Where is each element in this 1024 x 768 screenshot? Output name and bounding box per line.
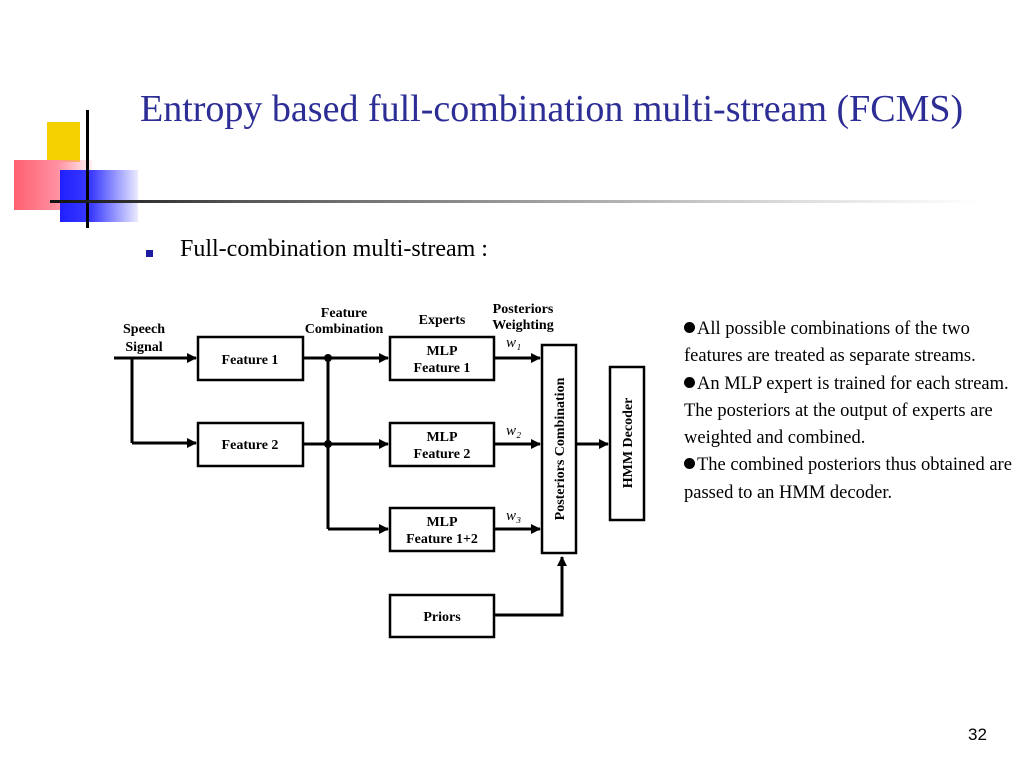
mlp3-box — [388, 506, 496, 553]
speech-label: Speech — [123, 322, 165, 337]
header-weighting: Weighting — [492, 318, 553, 333]
header-feature: Feature — [321, 306, 367, 321]
note-text: The combined posteriors thus obtained ar… — [684, 455, 1012, 503]
mlp2-box — [388, 421, 496, 468]
note-text: All possible combinations of the two fea… — [684, 319, 976, 367]
signal-label: Signal — [125, 340, 162, 355]
decor-yellow-square — [47, 122, 80, 162]
note-item: All possible combinations of the two fea… — [684, 316, 1019, 371]
slide-title: Entropy based full-combination multi-str… — [140, 88, 964, 130]
mlp1-label: MLP — [426, 344, 458, 359]
priors-box — [388, 593, 496, 639]
arrow-priors — [494, 556, 567, 617]
posteriors-combination-box — [540, 343, 578, 555]
junction-dot — [324, 354, 332, 362]
decor-vertical-line — [86, 110, 89, 228]
bullet-dot-icon — [684, 376, 695, 388]
mlp1-sublabel: Feature 1 — [414, 361, 471, 376]
mlp2-sublabel: Feature 2 — [414, 447, 471, 462]
bullet-dot-icon — [684, 322, 695, 333]
feature1-label: Feature 1 — [222, 353, 279, 368]
w2-label: w₂ — [506, 423, 521, 439]
feature1-box — [196, 335, 305, 382]
bullet-text: Full-combination multi-stream : — [180, 236, 488, 262]
hmm-decoder-box — [608, 365, 646, 522]
bullet-dot-icon — [684, 458, 695, 470]
header-combination: Combination — [305, 322, 384, 337]
bullet-square-icon — [146, 250, 153, 257]
w3-label: w₃ — [506, 508, 521, 524]
feature2-label: Feature 2 — [222, 438, 279, 453]
note-text: An MLP expert is trained for each stream… — [684, 373, 1009, 449]
mlp3-label: MLP — [426, 515, 458, 530]
header-experts: Experts — [419, 313, 466, 328]
decor-blue-square — [60, 170, 138, 222]
fcms-diagram: Speech Signal Feature Combination Expert… — [114, 302, 646, 639]
header-posteriors: Posteriors — [493, 302, 554, 317]
posteriors-combination-label: Posteriors Combination — [553, 377, 568, 520]
title-underline — [50, 200, 980, 203]
page-number: 32 — [968, 725, 987, 744]
junction-dot — [324, 440, 332, 448]
note-item: The combined posteriors thus obtained ar… — [684, 452, 1019, 507]
mlp1-box — [388, 335, 496, 382]
mlp3-sublabel: Feature 1+2 — [406, 532, 478, 547]
hmm-decoder-label: HMM Decoder — [621, 398, 636, 489]
w1-label: w₁ — [506, 335, 521, 351]
priors-label: Priors — [423, 610, 461, 625]
notes-panel: All possible combinations of the two fea… — [684, 316, 1019, 507]
mlp2-label: MLP — [426, 430, 458, 445]
note-item: An MLP expert is trained for each stream… — [684, 371, 1019, 453]
